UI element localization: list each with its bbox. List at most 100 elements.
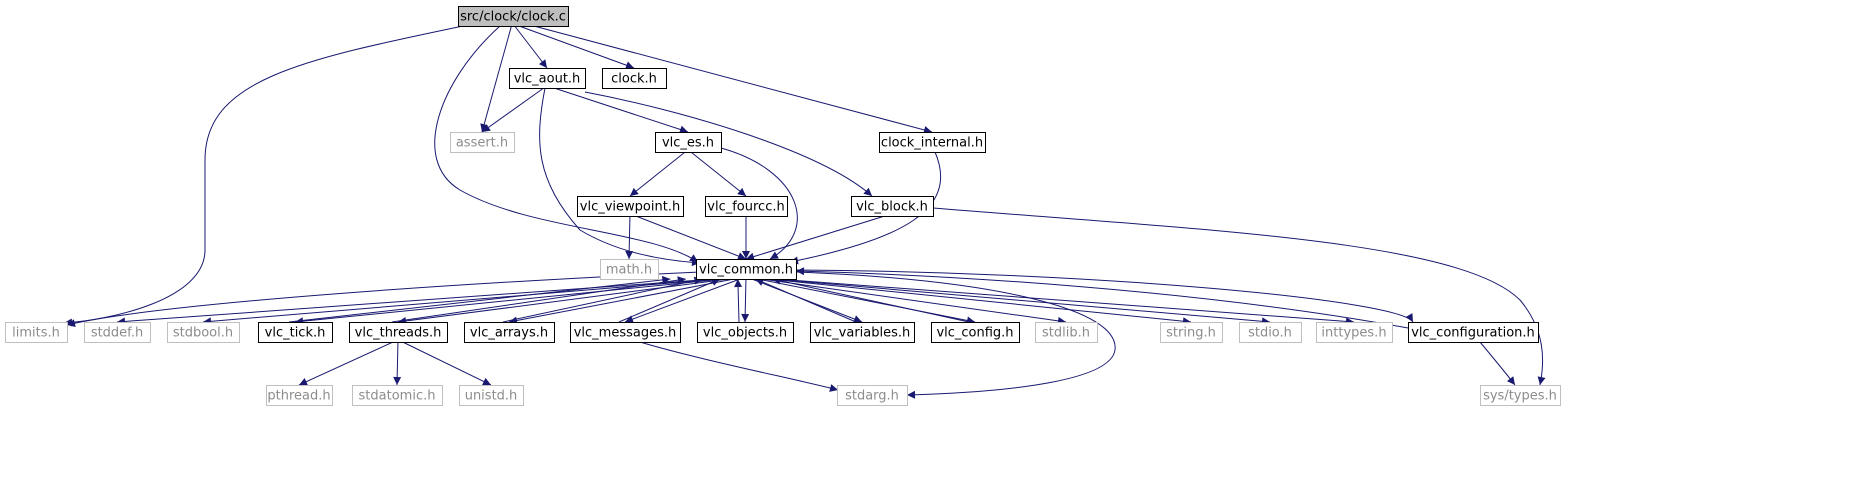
edge-vlc_common-to-limits — [66, 271, 701, 328]
node-label: vlc_config.h — [936, 326, 1013, 341]
node-box — [464, 322, 555, 343]
edge-vlc_common-to-vlc_threads — [397, 278, 729, 325]
edge-vlc_arrays-to-vlc_common — [502, 276, 703, 323]
node-label: vlc_es.h — [662, 136, 714, 151]
edge-vlc_threads-to-vlc_common — [391, 276, 686, 323]
node-vlc-aout[interactable]: vlc_aout.h — [509, 68, 586, 89]
node-vlc-es[interactable]: vlc_es.h — [655, 132, 722, 153]
node-vlc-tick[interactable]: vlc_tick.h — [258, 322, 333, 343]
node-box — [705, 196, 788, 217]
node-label: stdlib.h — [1042, 326, 1090, 341]
edge-vlc_common-to-stdlib — [761, 278, 1067, 325]
edge-vlc_configuration-to-vlc_common — [795, 267, 1409, 329]
edge-vlc_aout-to-assert — [481, 87, 545, 133]
edge-vlc_threads-to-stdatomic — [393, 341, 402, 386]
edge-vlc_viewpoint-to-vlc_common — [635, 215, 747, 260]
node-label: vlc_common.h — [699, 263, 793, 278]
node-label: stdatomic.h — [359, 389, 436, 404]
edge-vlc_common-to-inttypes — [776, 278, 1355, 326]
node-vlc-fourcc[interactable]: vlc_fourcc.h — [705, 196, 788, 217]
node-label: vlc_objects.h — [703, 326, 787, 341]
node-pthread: pthread.h — [266, 385, 333, 406]
edge-vlc_block-to-vlc_common — [745, 215, 885, 261]
edge-vlc_block-to-sys_types — [932, 207, 1546, 386]
edge-root-to-vlc_aout — [514, 25, 548, 69]
node-vlc-threads[interactable]: vlc_threads.h — [349, 322, 448, 343]
edge-vlc_es-to-vlc_viewpoint — [629, 151, 686, 197]
edge-root-to-vlc_common — [434, 25, 699, 263]
node-vlc-configuration[interactable]: vlc_configuration.h — [1408, 322, 1539, 343]
node-vlc-block[interactable]: vlc_block.h — [851, 196, 934, 217]
node-box — [1408, 322, 1539, 343]
edge-vlc_aout-to-vlc_common — [539, 87, 701, 267]
node-box — [1316, 322, 1393, 343]
node-box — [851, 196, 934, 217]
node-vlc-common[interactable]: vlc_common.h — [696, 259, 797, 280]
node-label: vlc_block.h — [856, 200, 928, 215]
node-stddef: stddef.h — [84, 322, 151, 343]
node-label: math.h — [606, 263, 652, 278]
node-vlc-viewpoint[interactable]: vlc_viewpoint.h — [577, 196, 684, 217]
edge-vlc_tick-to-vlc_common — [288, 275, 671, 323]
node-box — [266, 385, 333, 406]
node-box — [459, 385, 524, 406]
edge-vlc_config-to-vlc_common — [772, 276, 970, 323]
node-box — [509, 68, 586, 89]
node-label: vlc_arrays.h — [470, 326, 548, 341]
edge-vlc_configuration-to-sys_types — [1479, 341, 1516, 386]
edge-vlc_common-to-string — [768, 278, 1192, 326]
edge-vlc_variables-to-vlc_common — [755, 278, 857, 323]
edge-vlc_viewpoint-to-math — [625, 215, 634, 260]
node-box — [1160, 322, 1223, 343]
node-label: vlc_fourcc.h — [707, 200, 784, 215]
node-vlc-arrays[interactable]: vlc_arrays.h — [464, 322, 555, 343]
node-box — [258, 322, 333, 343]
edge-vlc_common-to-vlc_configuration — [795, 269, 1414, 323]
edge-vlc_threads-to-unistd — [402, 341, 492, 386]
node-box — [84, 322, 151, 343]
node-vlc-variables[interactable]: vlc_variables.h — [810, 322, 915, 343]
node-label: pthread.h — [267, 389, 330, 404]
edge-vlc_common-to-stdio — [772, 278, 1271, 326]
node-box — [837, 385, 908, 406]
node-label: vlc_viewpoint.h — [580, 200, 680, 215]
node-inttypes: inttypes.h — [1316, 322, 1393, 343]
node-vlc-objects[interactable]: vlc_objects.h — [697, 322, 794, 343]
edge-vlc_common-to-vlc_objects — [741, 278, 750, 323]
node-box — [1035, 322, 1098, 343]
node-vlc-config[interactable]: vlc_config.h — [931, 322, 1020, 343]
node-stdbool: stdbool.h — [167, 322, 240, 343]
edge-vlc_objects-to-vlc_common — [734, 278, 743, 323]
node-label: unistd.h — [465, 389, 518, 404]
node-label: stdbool.h — [173, 326, 233, 341]
node-box — [352, 385, 443, 406]
node-box — [931, 322, 1020, 343]
node-label: vlc_messages.h — [574, 326, 677, 341]
node-label: string.h — [1166, 326, 1216, 341]
edge-vlc_aout-to-vlc_block — [584, 91, 873, 197]
node-clock-h[interactable]: clock.h — [602, 68, 667, 89]
node-stdatomic: stdatomic.h — [352, 385, 443, 406]
node-box — [5, 322, 68, 343]
edge-vlc_common-to-vlc_messages — [624, 278, 741, 323]
node-box — [1239, 322, 1302, 343]
node-unistd: unistd.h — [459, 385, 524, 406]
node-label: clock_internal.h — [881, 136, 983, 151]
node-box — [450, 132, 515, 153]
edge-vlc_common-to-stdarg — [795, 271, 1116, 399]
node-label: vlc_variables.h — [814, 326, 911, 341]
node-assert: assert.h — [450, 132, 515, 153]
node-vlc-messages[interactable]: vlc_messages.h — [570, 322, 681, 343]
node-label: stddef.h — [91, 326, 143, 341]
edge-vlc_common-to-stddef — [116, 278, 715, 326]
edge-vlc_messages-to-stdarg — [639, 341, 839, 392]
node-math: math.h — [600, 259, 659, 280]
node-clock-internal[interactable]: clock_internal.h — [879, 132, 986, 153]
node-box — [879, 132, 986, 153]
node-root[interactable]: src/clock/clock.c — [458, 6, 569, 27]
node-box — [570, 322, 681, 343]
edge-vlc_messages-to-vlc_common — [618, 278, 721, 323]
node-box — [167, 322, 240, 343]
edge-clock_internal-to-vlc_common — [789, 151, 941, 265]
